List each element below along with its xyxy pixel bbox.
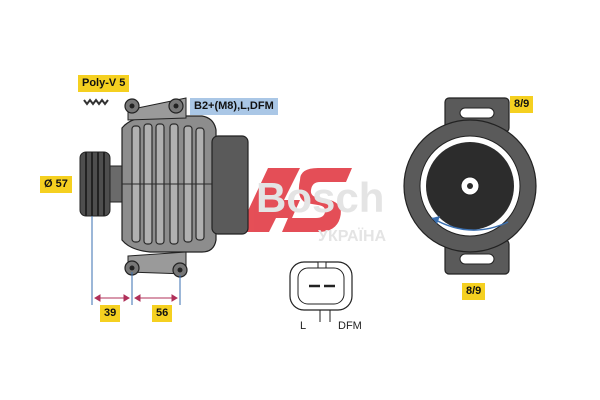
- pulley-label: Poly-V 5: [78, 75, 130, 92]
- diameter-label: Ø 57: [40, 176, 72, 193]
- clock-position-bottom-label: 8/9: [462, 283, 486, 300]
- connector-plug: [289, 261, 353, 322]
- dimension-left-label: 39: [100, 305, 121, 322]
- rear-view: [403, 97, 537, 275]
- alternator-body: [121, 97, 249, 278]
- connector-l-label: L: [300, 320, 307, 332]
- dimension-right-label: 56: [152, 305, 173, 322]
- terminals-label: B2+(M8),L,DFM: [190, 98, 278, 115]
- watermark-brand: Bosch: [256, 174, 385, 221]
- connector-dfm-label: DFM: [338, 320, 362, 332]
- dimension-arrows: [94, 294, 178, 302]
- clock-position-top-label: 8/9: [510, 96, 534, 113]
- watermark-logo: [238, 168, 352, 232]
- dimension-lines: [91, 216, 181, 305]
- poly-v-belt-icon: [83, 98, 109, 106]
- pulley: [79, 151, 125, 217]
- watermark-region: УКРАЇНА: [318, 228, 387, 245]
